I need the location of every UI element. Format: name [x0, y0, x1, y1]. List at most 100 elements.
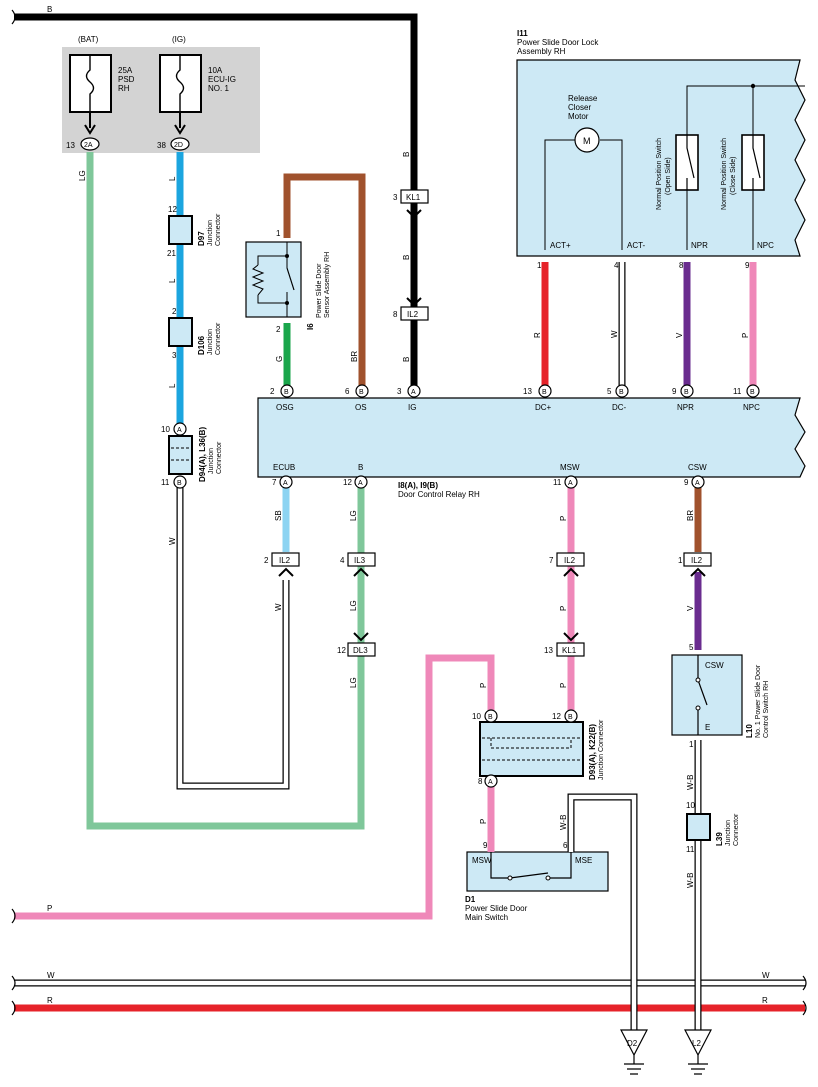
pin-d93-left — [484, 709, 498, 723]
l39-pin-bottom: 11 — [686, 845, 695, 854]
motor-symbol: M — [583, 136, 591, 146]
il2-top-arrow — [406, 297, 422, 307]
d93-pin-right: 12 — [552, 712, 561, 721]
pin-d93-bottom — [484, 774, 498, 788]
d94-desc2: Connector — [216, 441, 223, 474]
relay-name: Door Control Relay RH — [398, 490, 480, 499]
d93-conn-left: B — [488, 714, 493, 721]
relay-top-label-5: NPR — [677, 403, 694, 412]
pin-relay-osg — [280, 384, 294, 398]
d97-pin-bottom: 21 — [167, 249, 176, 258]
relay-bottom-num-2: 11 — [553, 478, 562, 487]
il2-msw-arrow — [563, 567, 579, 577]
d97-desc2: Connector — [215, 213, 222, 246]
sw-open-label2: (Open Side) — [665, 157, 672, 195]
wire-code-lg-3: LG — [349, 677, 358, 688]
l10-name1: No. 1 Power Slide Door — [755, 664, 762, 738]
bottom-p-label: P — [47, 904, 52, 913]
relay-top-num-1: 6 — [345, 387, 350, 396]
d97-desc1: Junction — [207, 220, 214, 246]
ground-l2-label: L2 — [692, 1039, 701, 1048]
motor-label3: Motor — [568, 112, 589, 121]
relay-top-label-6: NPC — [743, 403, 760, 412]
d106-connector — [168, 317, 193, 347]
kl1-msw-arrow — [563, 632, 579, 642]
pin-relay-csw — [691, 475, 705, 489]
wire-code-p-i11: P — [741, 333, 750, 338]
wire-code-p-d1: P — [479, 819, 488, 824]
sw-close-label2: (Close Side) — [730, 156, 737, 195]
dl3-arrow — [353, 632, 369, 642]
i11-pin-label-actplus: ACT+ — [550, 241, 571, 250]
il2-ecub-arrow — [278, 567, 294, 577]
relay-top-conn-5: B — [684, 389, 689, 396]
pin-d94-bottom — [173, 475, 187, 489]
pin-d94-top — [173, 422, 187, 436]
d94-dashes — [171, 447, 190, 461]
ig-connector: 2D — [174, 142, 183, 149]
wire-code-b-3: B — [402, 357, 411, 362]
wire-w-ecub-inner — [177, 485, 289, 789]
ground-l2-icon — [684, 1029, 712, 1057]
l39-connector — [686, 813, 711, 841]
wire-wb-d2-inner — [568, 794, 637, 1030]
d93-pin-bottom: 8 — [478, 777, 483, 786]
wire-code-lg-2: LG — [349, 600, 358, 611]
il2-csw-connector — [683, 552, 712, 567]
wire-code-w-ecub: W — [274, 603, 283, 611]
bottom-r-label-right: R — [762, 996, 768, 1005]
wire-code-lg-bat: LG — [78, 170, 87, 181]
i6-pin-bottom: 2 — [276, 325, 281, 334]
il3-arrow — [353, 567, 369, 577]
bat-connector: 2A — [84, 142, 93, 149]
wire-code-b-1: B — [402, 152, 411, 157]
l10-pin-bottom: 1 — [689, 740, 694, 749]
bottom-r-label-left: R — [47, 996, 53, 1005]
relay-bottom-label-3: CSW — [688, 463, 707, 472]
relay-top-num-6: 11 — [733, 387, 742, 396]
wire-code-sb: SB — [274, 510, 283, 521]
d1-ref: D1 — [465, 895, 476, 904]
wire-code-v-i11: V — [675, 332, 684, 338]
bat-amp: 25A — [118, 66, 133, 75]
kl1-top-pin: 3 — [393, 193, 398, 202]
relay-top-label-0: OSG — [276, 403, 294, 412]
d1-label-left: MSW — [472, 856, 492, 865]
bat-pin: 13 — [66, 141, 75, 150]
wire-wb-d2 — [567, 793, 638, 1030]
l10-label-top: CSW — [705, 661, 724, 670]
pin-relay-npc — [746, 384, 760, 398]
wire-w-ecub — [176, 485, 290, 790]
dl3-pin: 12 — [337, 646, 346, 655]
fuse-ig-arrow — [174, 124, 186, 135]
il3-pin: 4 — [340, 556, 345, 565]
i11-pin-num-1: 1 — [537, 261, 542, 270]
i11-internal-lines — [544, 85, 805, 250]
wire-top-break — [11, 9, 16, 25]
door-control-relay-body — [257, 397, 806, 478]
d94-conn-bottom: B — [177, 480, 182, 487]
relay-bottom-conn-3: A — [695, 480, 700, 487]
motor-label1: Release — [568, 94, 598, 103]
wire-code-br-os: BR — [350, 351, 359, 362]
d94-pin-top: 10 — [161, 425, 170, 434]
i6-switch-contact — [286, 267, 295, 291]
wire-top-black — [14, 13, 418, 392]
relay-bottom-num-1: 12 — [343, 478, 352, 487]
l10-contact-2 — [695, 705, 701, 711]
dl3-connector — [347, 642, 376, 657]
ig-supply: (IG) — [172, 35, 186, 44]
d94-conn-top: A — [177, 427, 182, 434]
kl1-top-name: KL1 — [406, 193, 421, 202]
i11-ref: I11 — [517, 29, 528, 38]
wire-code-lg-1: LG — [349, 510, 358, 521]
relay-bottom-num-0: 7 — [272, 478, 277, 487]
kl1-top-connector — [400, 189, 429, 204]
bottom-w-label-right: W — [762, 971, 770, 980]
bottom-w-label-left: W — [47, 971, 55, 980]
il2-csw-pin: 1 — [678, 556, 683, 565]
pin-relay-msw — [564, 475, 578, 489]
i6-name1: Power Slide Door — [316, 263, 323, 318]
relay-top-num-2: 3 — [397, 387, 402, 396]
relay-top-label-1: OS — [355, 403, 367, 412]
